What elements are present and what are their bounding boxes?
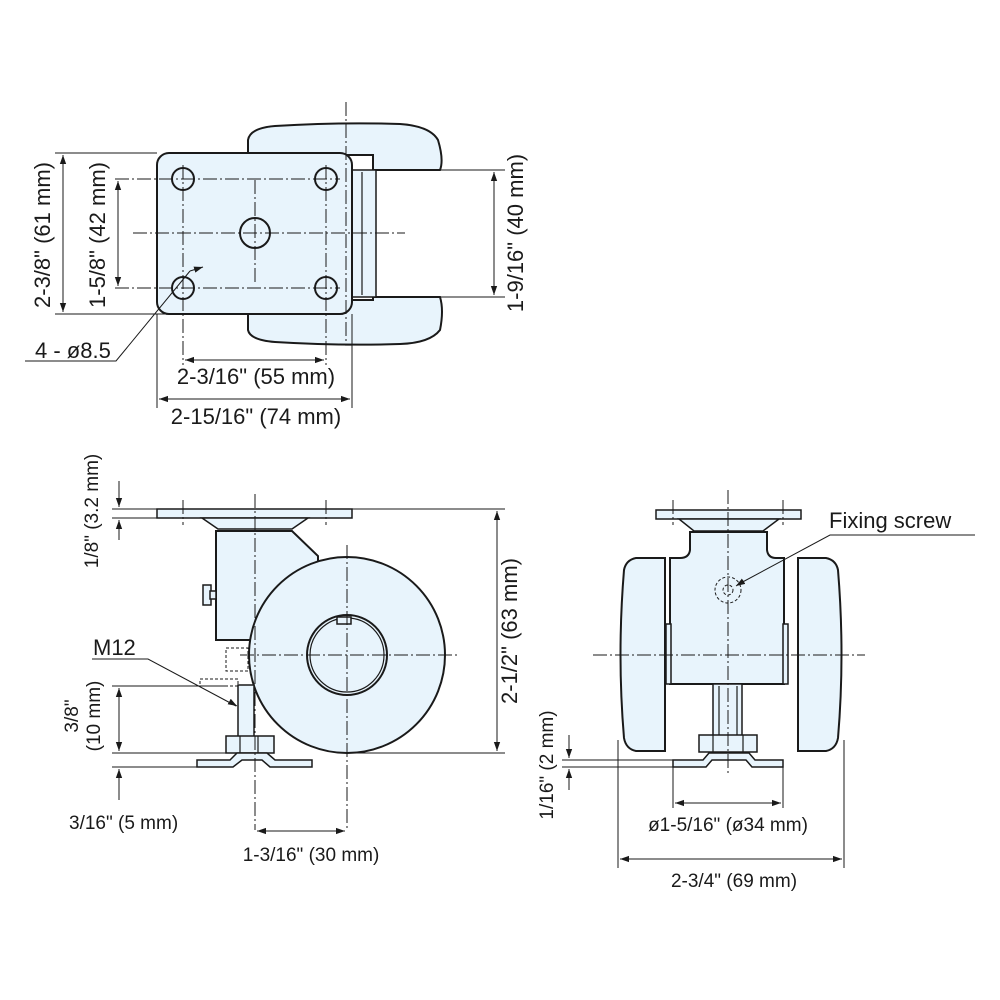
front-overall-width-dim: 2-3/4" (69 mm) — [671, 871, 797, 892]
side-view-stem — [237, 684, 255, 738]
top-view-wheel-upper — [247, 122, 443, 171]
pad-diameter-dim: ø1-5/16" (ø34 mm) — [648, 815, 808, 836]
top-view: 2-3/8" (61 mm) 1-5/8" (42 mm) 1-9/16" (4… — [25, 102, 528, 429]
top-hole-pitch-horizontal-dim: 2-3/16" (55 mm) — [177, 364, 335, 389]
leveling-travel-mm-dim: (10 mm) — [84, 681, 105, 752]
hole-callout: 4 - ø8.5 — [35, 338, 111, 363]
top-hole-pitch-vertical-dim: 1-5/8" (42 mm) — [85, 162, 110, 308]
top-overall-height-dim: 2-3/8" (61 mm) — [30, 162, 55, 308]
fixing-screw-label: Fixing screw — [829, 508, 951, 533]
leveling-travel-dim: 3/8" — [62, 699, 83, 732]
top-overall-width-dim: 2-15/16" (74 mm) — [171, 404, 341, 429]
pad-thickness-dim: 3/16" (5 mm) — [69, 813, 178, 834]
front-view-bracket — [669, 531, 785, 685]
side-view: 1/8" (3.2 mm) 2-1/2" (63 mm) M12 3/8" (1… — [62, 454, 522, 866]
side-overall-height-dim: 2-1/2" (63 mm) — [497, 558, 522, 704]
pad-clearance-dim: 1/16" (2 mm) — [537, 710, 558, 819]
front-view: Fixing screw 1/16" (2 mm) ø1-5/16" (ø34 … — [537, 490, 975, 892]
thread-callout: M12 — [93, 635, 136, 660]
top-slot-width-dim: 1-9/16" (40 mm) — [503, 154, 528, 312]
side-view-nut — [225, 735, 275, 754]
front-view-swivel — [676, 518, 782, 532]
side-offset-dim: 1-3/16" (30 mm) — [243, 845, 380, 866]
plate-thickness-dim: 1/8" (3.2 mm) — [82, 454, 103, 568]
